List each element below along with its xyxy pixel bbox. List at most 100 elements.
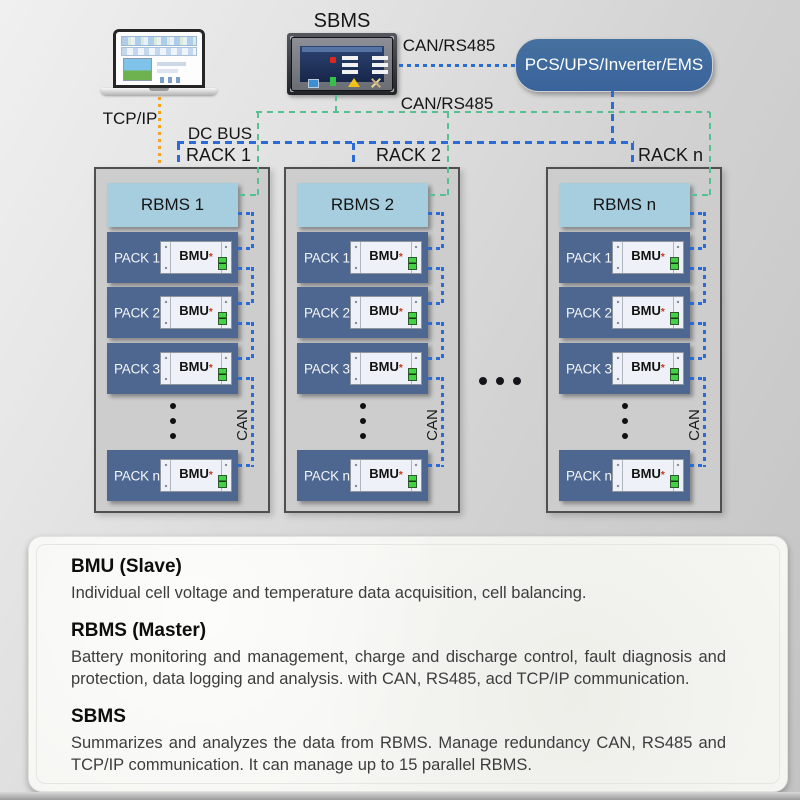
more-packs-dots — [170, 403, 176, 409]
battery-icon — [218, 368, 227, 381]
bmu-board: BMU * — [612, 352, 684, 385]
more-packs-dots — [622, 433, 628, 439]
pack-label: PACK 1 — [114, 250, 160, 265]
bmu-mark: * — [660, 307, 665, 318]
rbms-2-label: RBMS 2 — [330, 195, 395, 214]
battery-icon — [670, 368, 679, 381]
bmu-label: BMU — [631, 466, 661, 481]
hmi-header-bar — [302, 47, 382, 52]
battery-icon — [218, 475, 227, 488]
bmu-board: BMU * — [160, 352, 232, 385]
bmu-board: BMU * — [160, 241, 232, 274]
more-racks-dots — [479, 377, 487, 385]
hmi-value-bar — [372, 56, 388, 60]
pack-label: PACK 3 — [114, 361, 160, 376]
bmu-board: BMU * — [160, 296, 232, 329]
pack-module: PACK 2 BMU * — [107, 287, 238, 338]
can-rs485-green-bus — [256, 111, 710, 113]
battery-icon — [670, 475, 679, 488]
pack-module: PACK 3 BMU * — [297, 343, 428, 394]
pcs-drop-line — [611, 90, 614, 142]
bmu-board: BMU * — [160, 459, 232, 492]
can-chain-stub — [428, 322, 443, 325]
bmu-label: BMU — [631, 303, 661, 318]
can-chain-segment — [441, 212, 444, 250]
bmu-mark: * — [398, 363, 403, 374]
dc-bus-drop-rack2 — [352, 143, 355, 168]
pack-module: PACK 2 BMU * — [559, 287, 690, 338]
can-chain-stub — [690, 357, 705, 360]
hmi-screen — [300, 46, 388, 88]
pack-module: PACK 3 BMU * — [107, 343, 238, 394]
bmu-board: BMU * — [612, 296, 684, 329]
can-chain-label: CAN — [233, 409, 251, 441]
can-chain-stub — [238, 267, 253, 270]
bmu-mark: * — [660, 470, 665, 481]
bmu-mark: * — [660, 363, 665, 374]
can-chain-label: CAN — [685, 409, 703, 441]
can-chain-stub — [690, 267, 705, 270]
more-racks-dots — [513, 377, 521, 385]
battery-icon — [408, 312, 417, 325]
pcs-label: PCS/UPS/Inverter/EMS — [524, 55, 704, 74]
more-packs-dots — [622, 403, 628, 409]
can-chain-stub — [238, 212, 253, 215]
legend-panel-inner: BMU (Slave) Individual cell voltage and … — [36, 544, 780, 784]
bmu-board: BMU * — [612, 459, 684, 492]
pack-module: PACK n BMU * — [107, 450, 238, 501]
more-packs-dots — [360, 433, 366, 439]
can-rs485-line-sbms-pcs — [399, 64, 515, 67]
rbms-2-module: RBMS 2 — [297, 183, 428, 227]
rack-2-label: RACK 2 — [376, 145, 442, 165]
can-chain-stub — [690, 302, 705, 305]
bmu-mark: * — [398, 307, 403, 318]
legend-heading: BMU (Slave) — [71, 556, 182, 577]
laptop-thumbnail — [123, 58, 152, 81]
bmu-label: BMU — [369, 248, 399, 263]
pack-label: PACK 3 — [304, 361, 350, 376]
green-drop-line — [257, 112, 259, 196]
can-chain-stub — [690, 464, 705, 467]
bmu-label: BMU — [631, 359, 661, 374]
legend-section-bmu: BMU (Slave) Individual cell voltage and … — [71, 556, 749, 605]
hmi-value-bar — [372, 63, 388, 67]
bmu-board: BMU * — [350, 459, 422, 492]
hmi-warning-icon — [348, 78, 360, 87]
battery-icon — [218, 257, 227, 270]
can-chain-segment — [703, 322, 706, 360]
battery-icon — [408, 257, 417, 270]
dc-bus-line — [177, 141, 634, 144]
can-chain-segment — [703, 212, 706, 250]
green-drop-line — [709, 112, 711, 196]
pack-label: PACK 2 — [566, 305, 612, 320]
can-chain-stub — [238, 247, 253, 250]
bmu-label: BMU — [369, 466, 399, 481]
legend-body: Summarizes and analyzes the data from RB… — [71, 733, 726, 775]
laptop-icon — [113, 29, 205, 88]
legend-heading: RBMS (Master) — [71, 619, 207, 641]
hmi-alarm-indicator — [330, 57, 336, 63]
can-chain-stub — [428, 267, 443, 270]
bmu-board: BMU * — [612, 241, 684, 274]
hmi-value-bar — [342, 63, 358, 67]
tcpip-line — [158, 97, 161, 167]
pack-module: PACK 3 BMU * — [559, 343, 690, 394]
can-chain-segment — [441, 322, 444, 360]
more-packs-dots — [360, 418, 366, 424]
can-chain-stub — [690, 322, 705, 325]
bmu-board: BMU * — [350, 296, 422, 329]
can-chain-segment — [703, 377, 706, 467]
rbms-n-module: RBMS n — [559, 183, 690, 227]
green-drop-line — [447, 112, 449, 196]
pack-label: PACK n — [566, 468, 612, 483]
more-packs-dots — [170, 418, 176, 424]
hmi-bezel — [291, 37, 393, 91]
sbms-label: SBMS — [313, 10, 371, 32]
bmu-board: BMU * — [350, 241, 422, 274]
can-chain-segment — [441, 267, 444, 305]
green-drop-stub — [691, 194, 710, 196]
can-chain-stub — [690, 247, 705, 250]
bmu-label: BMU — [179, 303, 209, 318]
bottom-edge-strip — [0, 792, 800, 800]
